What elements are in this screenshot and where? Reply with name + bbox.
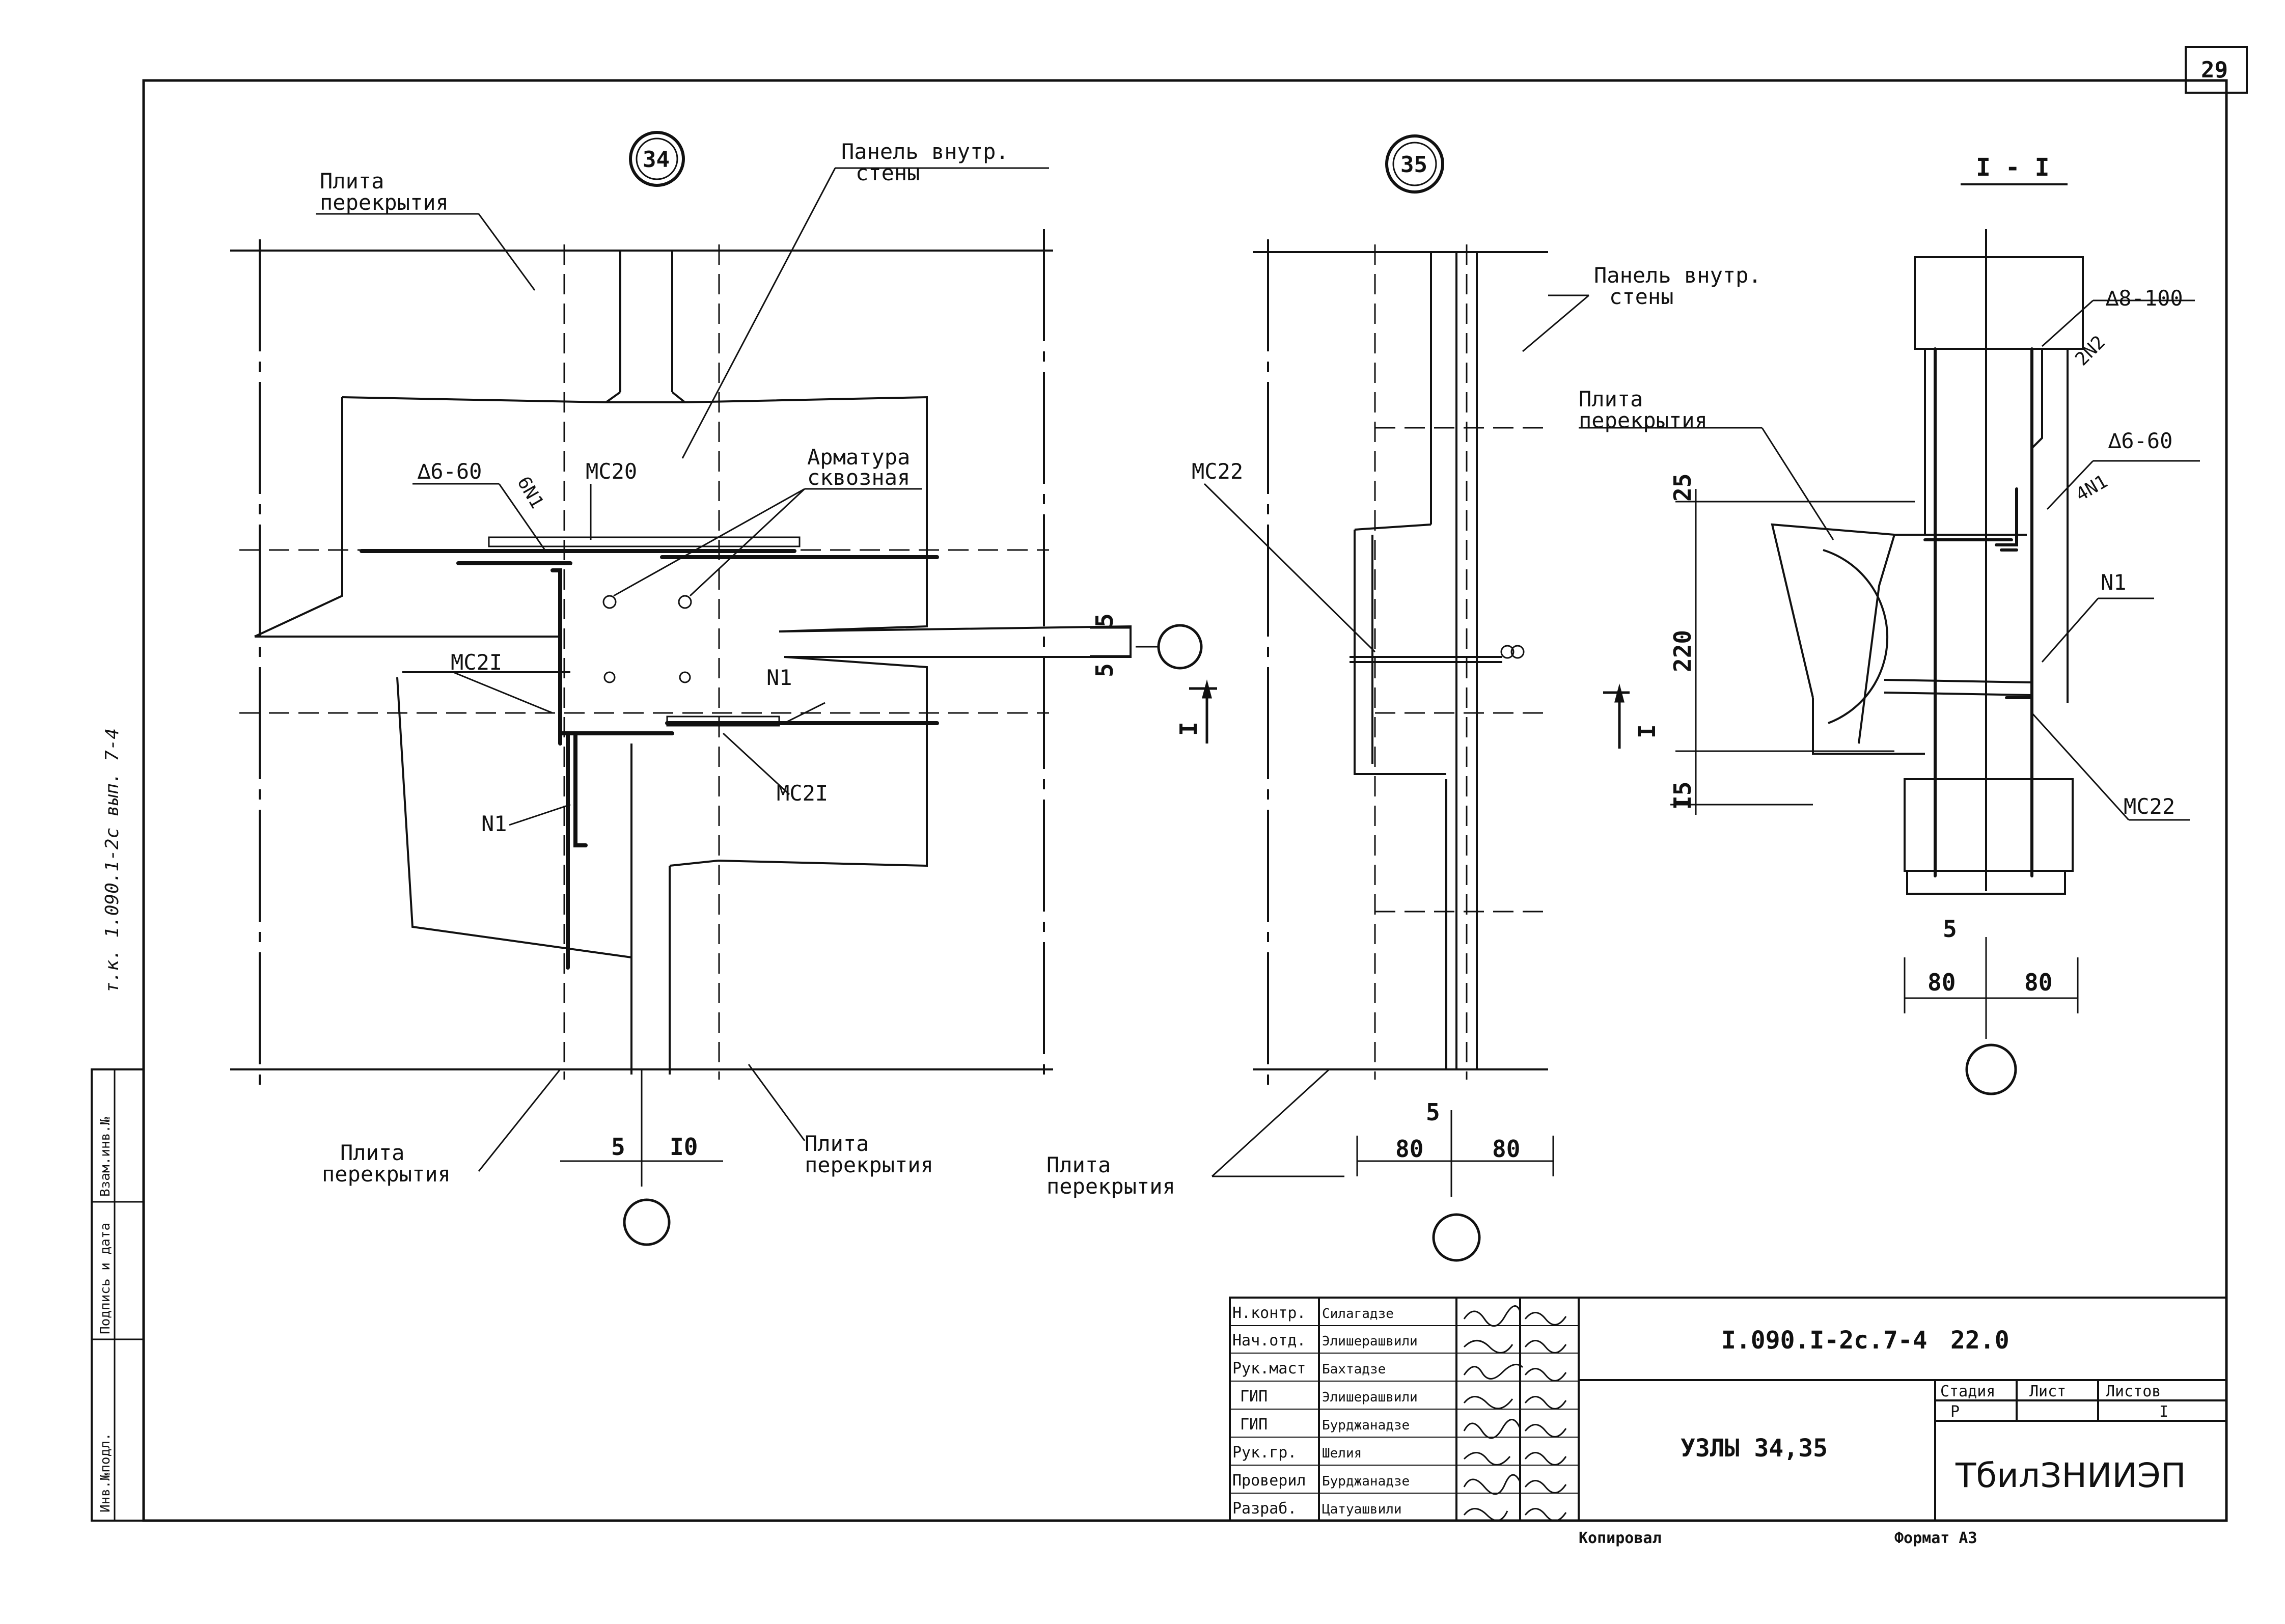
stamp-inv-number: Инв.№подл. <box>98 1433 113 1512</box>
role-6: Проверил <box>1232 1472 1306 1490</box>
label-weld: ∆6-60 <box>417 459 482 484</box>
label-mc20: МС20 <box>586 459 637 484</box>
section-label-weld-mid: ∆6-60 <box>2108 428 2172 453</box>
section-label-slab-1: Плита <box>1579 387 1643 411</box>
stage-label: Стадия <box>1940 1383 1995 1400</box>
node35-section-mark: I <box>1175 722 1202 736</box>
sheet-frame <box>142 46 2248 1522</box>
dim-right-bottom: 5 <box>1091 663 1118 677</box>
sheet-label: Лист <box>2029 1383 2066 1400</box>
node-34: 34 <box>230 131 1203 1246</box>
organization: ТбилЗНИИЭП <box>1955 1456 2186 1495</box>
node-34-marker-label: 34 <box>643 147 670 173</box>
dim-right-top: 5 <box>1091 613 1118 627</box>
label-rebar-through-1: Арматура <box>807 445 910 470</box>
doc-extra: 22.0 <box>1950 1326 2009 1355</box>
name-0: Силагадзе <box>1322 1306 1394 1322</box>
node-35-marker-label: 35 <box>1400 152 1427 178</box>
label-rebar-through-2: сквозная <box>807 465 910 490</box>
label-slab-bottom-right-1: Плита <box>805 1131 869 1156</box>
node-34-marker <box>629 131 685 187</box>
title-block: Н.контр. Нач.отд. Рук.маст ГИП ГИП Рук.г… <box>1229 1297 2227 1522</box>
label-mc21-right: МС2I <box>777 781 828 806</box>
section-dim-left: 80 <box>1928 969 1956 996</box>
node35-label-slab-2: перекрытия <box>1047 1174 1175 1199</box>
side-document-code: т.к. 1.090.1-2с вып. 7-4 <box>102 728 123 993</box>
section-label-n1: N1 <box>2101 570 2127 595</box>
label-slab-top-2: перекрытия <box>320 190 449 215</box>
side-stamp: Инв.№подл. Подпись и дата Взам.инв.№ <box>91 1068 145 1522</box>
node35-dim-left: 80 <box>1395 1135 1423 1163</box>
name-1: Элишерашвили <box>1322 1334 1418 1349</box>
label-slab-bottom-left-1: Плита <box>340 1140 404 1165</box>
label-6n1: 6N1 <box>513 473 547 512</box>
dim-bottom-left: 5 <box>611 1133 625 1161</box>
label-n1-right: N1 <box>766 665 792 690</box>
section-title: I - I <box>1976 153 2050 182</box>
stage-value: Р <box>1950 1403 1960 1421</box>
dim-bottom-right: I0 <box>670 1133 698 1161</box>
role-7: Разраб. <box>1232 1500 1297 1518</box>
label-panel-2: стены <box>856 160 920 185</box>
name-2: Бахтадзе <box>1322 1362 1386 1377</box>
page-number: 29 <box>2201 57 2228 83</box>
name-6: Бурджанадзе <box>1322 1474 1410 1489</box>
section-label-mc22: МС22 <box>2124 794 2175 819</box>
role-1: Нач.отд. <box>1232 1332 1306 1350</box>
node35-label-panel-2: стены <box>1609 284 1673 309</box>
section-dim-25: 25 <box>1669 474 1696 502</box>
name-3: Элишерашвили <box>1322 1390 1418 1405</box>
section-mark-left: I <box>1633 724 1661 738</box>
title-block-names: Силагадзе Элишерашвили Бахтадзе Элишераш… <box>1322 1306 1418 1517</box>
section-dim-15: I5 <box>1669 782 1696 810</box>
label-n1-left: N1 <box>481 811 507 836</box>
node-35-marker <box>1385 134 1444 194</box>
stamp-signature-date: Подпись и дата <box>98 1223 113 1334</box>
signatures <box>1463 1305 1567 1522</box>
label-panel-1: Панель внутр. <box>841 139 1009 164</box>
label-slab-bottom-right-2: перекрытия <box>805 1152 933 1177</box>
node-35: 35 <box>1047 134 1761 1262</box>
sheet-title: УЗЛЫ 34,35 <box>1681 1434 1828 1463</box>
role-2: Рук.маст <box>1232 1360 1306 1378</box>
section-label-slab-2: перекрытия <box>1579 408 1708 433</box>
name-4: Бурджанадзе <box>1322 1418 1410 1433</box>
role-4: ГИП <box>1240 1416 1268 1434</box>
doc-code: I.090.I-2с.7-4 <box>1721 1326 1928 1355</box>
node35-dim-right: 80 <box>1492 1135 1520 1163</box>
title-block-roles: Н.контр. Нач.отд. Рук.маст ГИП ГИП Рук.г… <box>1232 1304 1306 1518</box>
section-dim-right: 80 <box>2024 969 2052 996</box>
node35-label-slab-1: Плита <box>1047 1152 1111 1177</box>
label-mc21-left: МС2I <box>451 650 502 675</box>
stamp-replace-inv: Взам.инв.№ <box>98 1117 113 1197</box>
role-3: ГИП <box>1240 1388 1268 1406</box>
label-slab-top-1: Плита <box>320 169 384 194</box>
node35-dim-gap: 5 <box>1426 1098 1440 1126</box>
label-slab-bottom-left-2: перекрытия <box>322 1162 451 1187</box>
section-dim-gap: 5 <box>1943 915 1957 943</box>
sheets-label: Листов <box>2106 1383 2161 1400</box>
role-0: Н.контр. <box>1232 1304 1306 1322</box>
section-label-2n2: 2N2 <box>2071 332 2109 370</box>
section-dim-220: 220 <box>1669 630 1696 672</box>
sheets-value: I <box>2159 1403 2168 1421</box>
footer-format: Формат А3 <box>1894 1529 1977 1547</box>
role-5: Рук.гр. <box>1232 1444 1297 1462</box>
name-5: Шелия <box>1322 1446 1362 1461</box>
node35-label-mc22: МС22 <box>1192 459 1243 484</box>
node35-label-panel-1: Панель внутр. <box>1594 263 1761 288</box>
section-label-weld-top: ∆8-100 <box>2105 286 2183 311</box>
name-7: Цатуашвили <box>1322 1502 1402 1517</box>
footer-copy: Копировал <box>1579 1529 1662 1547</box>
